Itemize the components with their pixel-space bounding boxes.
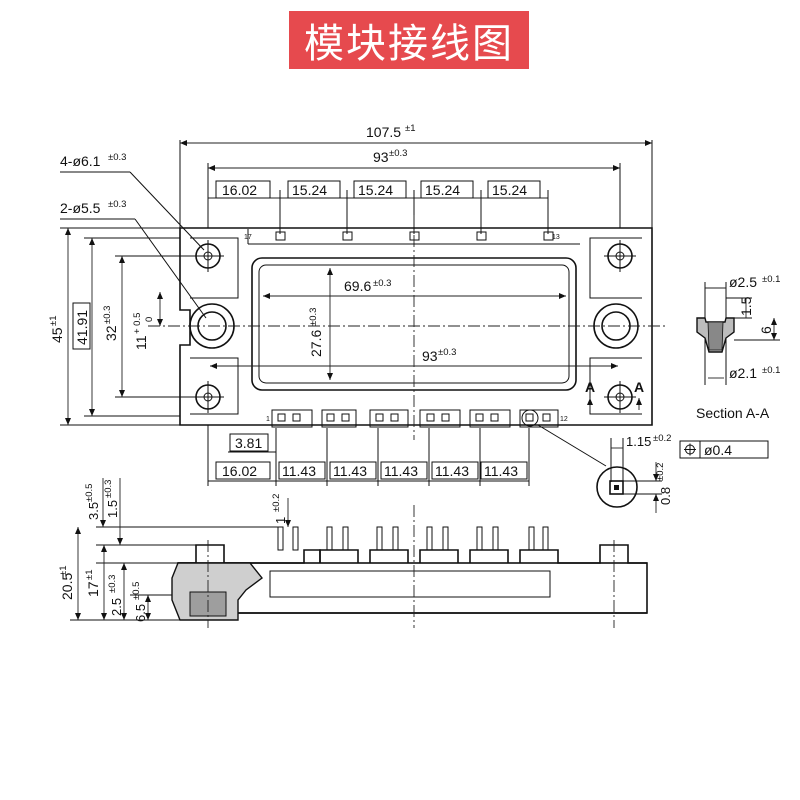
pin-offset-label: 3.81 <box>235 435 262 451</box>
side-holes-tol: ±0.3 <box>108 199 126 210</box>
section-outer-dia: ø2.5 <box>729 274 757 290</box>
side-dim-6-5: 6.5 <box>133 604 148 622</box>
side-dim-3-5-tol: ±0.5 <box>84 484 95 502</box>
bottom-spacing-3: 11.43 <box>333 463 367 479</box>
side-dim-1-5-tol: ±0.3 <box>103 480 114 498</box>
hole-vertical-tol: ±0.3 <box>102 306 113 324</box>
window-height-label: 27.6 <box>308 330 324 357</box>
side-total-height: 20.5 <box>59 573 75 600</box>
side-hole <box>593 303 639 349</box>
mount-holes-tol: ±0.3 <box>108 152 126 163</box>
section-dim-6: 6 <box>758 326 774 334</box>
window-width-tol: ±0.3 <box>373 278 391 289</box>
pin-size-tol: ±0.2 <box>655 463 666 481</box>
inner-length-label: 93 <box>422 348 438 364</box>
pin-position-tol: ø0.4 <box>704 442 732 458</box>
pin-label-13: 13 <box>552 234 560 241</box>
inner-length-tol: ±0.3 <box>438 347 456 358</box>
pin-label-17: 17 <box>244 234 252 241</box>
side-dim-2-5-tol: ±0.3 <box>107 575 118 593</box>
pin-detail: 1.15 ±0.2 ø0.4 0.8 ±0.2 <box>537 424 769 513</box>
pin-pitch-tol: ±0.2 <box>653 433 671 444</box>
height-tol: ±1 <box>48 316 59 327</box>
center-offset-tol-plus: + 0.5 <box>132 313 143 334</box>
hole-pitch-label: 93 <box>373 149 389 165</box>
side-body-height: 17 <box>85 581 101 597</box>
height-box-label: 41.91 <box>74 310 90 345</box>
side-hole <box>189 303 235 349</box>
side-dim-1-5: 1.5 <box>105 500 120 518</box>
overall-length-label: 107.5 <box>366 124 401 140</box>
side-dim-1-tol: ±0.2 <box>271 494 282 512</box>
pin-size-label: 0.8 <box>658 487 673 505</box>
side-dim-3-5: 3.5 <box>86 502 101 520</box>
mount-hole <box>604 240 636 272</box>
section-aa-label: Section A-A <box>696 405 770 421</box>
top-spacing-3: 15.24 <box>358 182 393 198</box>
bottom-spacing-2: 11.43 <box>282 463 316 479</box>
bottom-spacing-5: 11.43 <box>435 463 469 479</box>
top-view: 107.5 ±1 93 ±0.3 16.02 15.24 15.24 15.24… <box>48 123 668 486</box>
window-height-tol: ±0.3 <box>308 308 319 326</box>
mount-hole <box>192 240 224 272</box>
side-dim-6-5-tol: ±0.5 <box>131 582 142 600</box>
section-outer-dia-tol: ±0.1 <box>762 274 780 285</box>
top-spacing-5: 15.24 <box>492 182 527 198</box>
section-mark-right: A <box>634 379 644 395</box>
side-dim-1: 1 <box>273 517 288 524</box>
center-offset-tol-minus: 0 <box>144 317 155 322</box>
mount-hole <box>604 381 636 413</box>
section-aa: ø2.5 ±0.1 ø2.1 ±0.1 1.5 6 Section A-A <box>696 274 780 421</box>
center-offset-label: 11 <box>133 335 149 350</box>
section-inner-dia: ø2.1 <box>729 365 757 381</box>
height-label: 45 <box>49 327 65 343</box>
pin-label-12: 12 <box>560 416 568 423</box>
side-view: 3.5 ±0.5 1.5 ±0.3 1 ±0.2 20.5 ±1 17 ±1 2… <box>58 478 648 628</box>
section-inner-dia-tol: ±0.1 <box>762 365 780 376</box>
section-dim-1-5: 1.5 <box>738 296 754 316</box>
top-spacing-4: 15.24 <box>425 182 460 198</box>
section-mark-left: A <box>585 379 595 395</box>
hole-vertical-label: 32 <box>103 325 119 341</box>
top-spacing-2: 15.24 <box>292 182 327 198</box>
overall-length-tol: ±1 <box>405 123 416 134</box>
hole-pitch-tol: ±0.3 <box>389 148 407 159</box>
pin-pitch-label: 1.15 <box>626 434 651 449</box>
side-holes-label: 2-ø5.5 <box>60 200 101 216</box>
pin-label-1: 1 <box>266 416 270 423</box>
side-dim-2-5: 2.5 <box>109 598 124 616</box>
mount-hole <box>192 381 224 413</box>
mount-holes-label: 4-ø6.1 <box>60 153 101 169</box>
top-spacing-1: 16.02 <box>222 182 257 198</box>
bottom-spacing-1: 16.02 <box>222 463 257 479</box>
window-width-label: 69.6 <box>344 278 371 294</box>
bottom-spacing-6: 11.43 <box>484 463 518 479</box>
side-body-height-tol: ±1 <box>84 570 95 581</box>
page-title: 模块接线图 <box>289 11 529 69</box>
bottom-spacing-4: 11.43 <box>384 463 418 479</box>
side-total-height-tol: ±1 <box>58 566 69 577</box>
